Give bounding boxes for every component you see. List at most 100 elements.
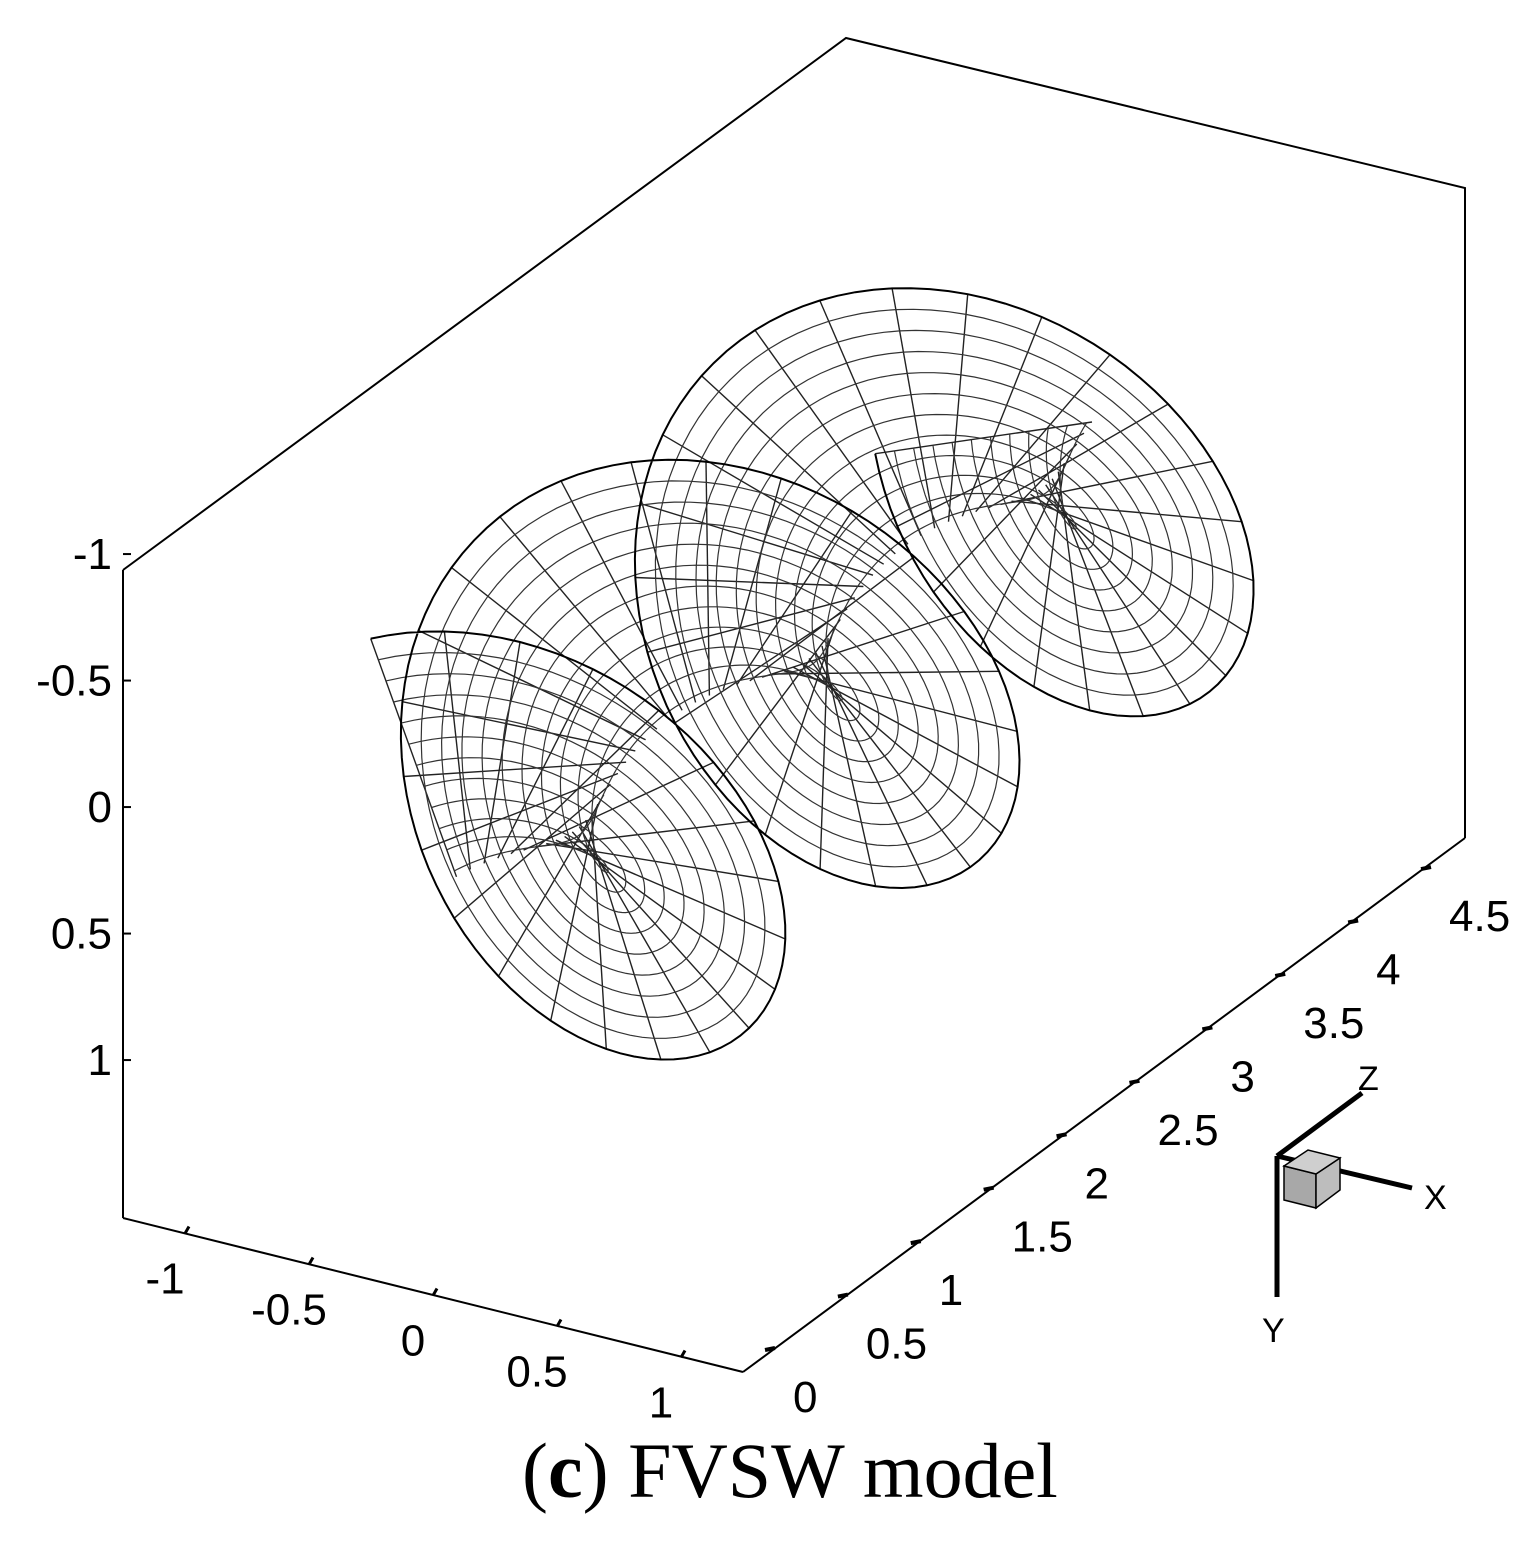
surface-mesh-line [875,421,1093,455]
x-tick-mark [307,1256,315,1266]
z-tick-mark [983,1185,995,1192]
surface-mesh-line [523,761,714,851]
z-tick-label: 0.5 [866,1320,927,1369]
surface-mesh-line [988,403,1169,509]
surface-mesh-line [819,300,922,536]
x-tick-label: -1 [145,1255,184,1304]
z-tick-mark [764,1346,776,1352]
z-tick-mark [1201,1025,1213,1032]
surface-mesh-line [891,288,936,529]
surface-mesh-line [932,443,1078,593]
z-tick-mark [1129,1078,1140,1085]
surface-mesh-line [815,652,928,886]
caption-letter: c [548,1427,583,1514]
x-tick-mark [183,1225,191,1235]
bounding-box-frame [122,36,1466,1373]
surface-mesh-line [370,638,458,878]
surface-mesh-line [438,428,1078,873]
surface-mesh-line [585,819,662,1060]
triad-cube-top [1282,1149,1342,1175]
z-tick-label: 1 [939,1266,963,1315]
x-axis: -1 -0.5 0 0.5 1 [145,1225,687,1428]
x-tick-mark [679,1349,687,1359]
surface-mesh-line [550,804,599,1021]
triad-z-arrow [1275,1090,1364,1159]
z-tick-label: 0 [793,1373,817,1422]
surface-mesh-line [979,453,1071,647]
surface-mesh-line [499,516,670,720]
surface-mesh-line [510,709,660,855]
surface-mesh-line [897,432,1085,527]
caption-text: FVSW model [609,1427,1058,1514]
z-tick-label: 3 [1230,1052,1254,1101]
surface-mesh-line [416,413,1134,934]
surface-mesh-line [393,350,1194,997]
z-tick-mark [1420,865,1432,872]
surface-mesh-line [662,434,885,565]
surface-mesh-line [451,567,658,730]
surface-mesh-line [773,670,1000,675]
x-tick-mark [555,1318,563,1328]
z-tick-label: 4.5 [1449,892,1510,941]
surface-mesh-line [754,329,909,545]
triad-label-y: Y [1262,1312,1285,1350]
surface-mesh-line [630,462,697,703]
surface-mesh-line [947,294,969,522]
caption-close-paren: ) [583,1427,609,1514]
x-tick-label: 0 [401,1317,425,1366]
surface-mesh-line [560,480,683,711]
surface-mesh-line [497,794,605,977]
z-tick-mark [1274,971,1286,978]
frame-bottom-right-edge [742,837,1466,1373]
surface-mesh-line [370,287,1255,1061]
x-tick-mark [431,1287,439,1297]
z-tick-label: 2.5 [1157,1106,1218,1155]
y-tick-label: -0.5 [36,657,112,706]
caption-open-paren: ( [522,1427,548,1514]
surface-mesh-line [423,433,1114,914]
z-tick-label: 2 [1085,1159,1109,1208]
triad-label-z: Z [1358,1060,1379,1098]
y-tick-label: 0.5 [51,910,112,959]
y-tick-label: -1 [73,530,112,579]
figure-caption: (c) FVSW model [522,1427,1058,1514]
surface-mesh-line [1011,500,1242,523]
surface-mesh-line [454,422,1088,872]
surface-mesh-line [402,701,636,752]
surface-mesh-line [1051,478,1144,717]
surface-mesh-line [1033,463,1065,687]
surface-mesh-line [578,826,711,1053]
surface-mesh-line [975,354,1111,513]
surface-mesh-line [764,628,835,835]
surface-mesh-line [378,308,1234,1039]
z-tick-mark [910,1239,922,1246]
x-tick-label: -0.5 [251,1286,327,1335]
triad-label-x: X [1424,1179,1447,1217]
surface-mesh-line [722,478,782,690]
y-tick-label: 1 [88,1036,112,1085]
surface-mesh-line [705,461,711,696]
x-tick-label: 0.5 [506,1348,567,1397]
z-tick-mark [1347,918,1359,925]
orientation-triad: Z X Y [1262,1060,1447,1350]
surface-mesh-line [403,761,627,778]
surface-mesh-line [431,431,1095,893]
surface-mesh-line [821,645,877,887]
z-tick-label: 1.5 [1012,1213,1073,1262]
surface-mesh-line [714,618,841,786]
x-tick-label: 1 [649,1379,673,1428]
frame-back-edges [122,36,1466,838]
z-tick-label: 3.5 [1303,999,1364,1048]
surface-mesh-line [408,392,1153,955]
surface-mesh-line [421,772,619,851]
z-tick-label: 4 [1376,946,1400,995]
surface-mesh-line [701,375,896,555]
surface-mesh-line [635,576,864,588]
helical-wake-surface [370,287,1255,1061]
surface-mesh-line [418,629,646,741]
surface-mesh-line [385,329,1214,1018]
surface-mesh-line [546,842,779,883]
surface-mesh-line [1057,471,1091,711]
surface-mesh-line [443,631,471,870]
